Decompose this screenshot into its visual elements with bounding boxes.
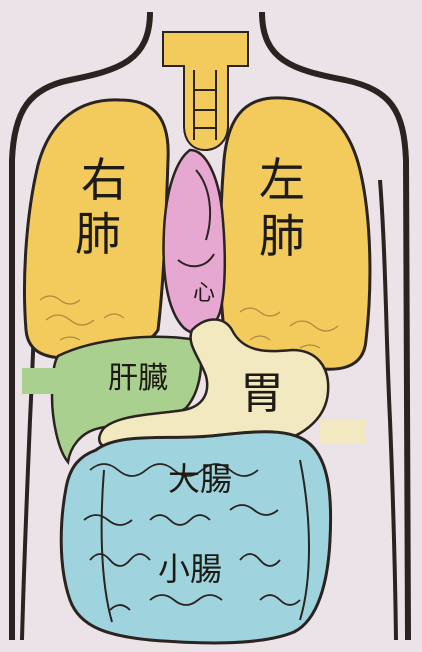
large-intestine-label: 大腸: [168, 460, 232, 498]
heart-label: 心: [193, 281, 215, 306]
left-lung-label-1: 左: [259, 153, 305, 207]
liver-band-left: [22, 368, 62, 394]
stomach-label: 胃: [240, 368, 284, 419]
right-lung-label-1: 右: [81, 153, 127, 207]
left-lung-label-2: 肺: [259, 209, 305, 263]
stomach-band-right: [320, 420, 366, 444]
liver-label: 肝臓: [108, 361, 168, 396]
right-lung-label-2: 肺: [75, 207, 121, 261]
small-intestine-label: 小腸: [158, 550, 222, 588]
